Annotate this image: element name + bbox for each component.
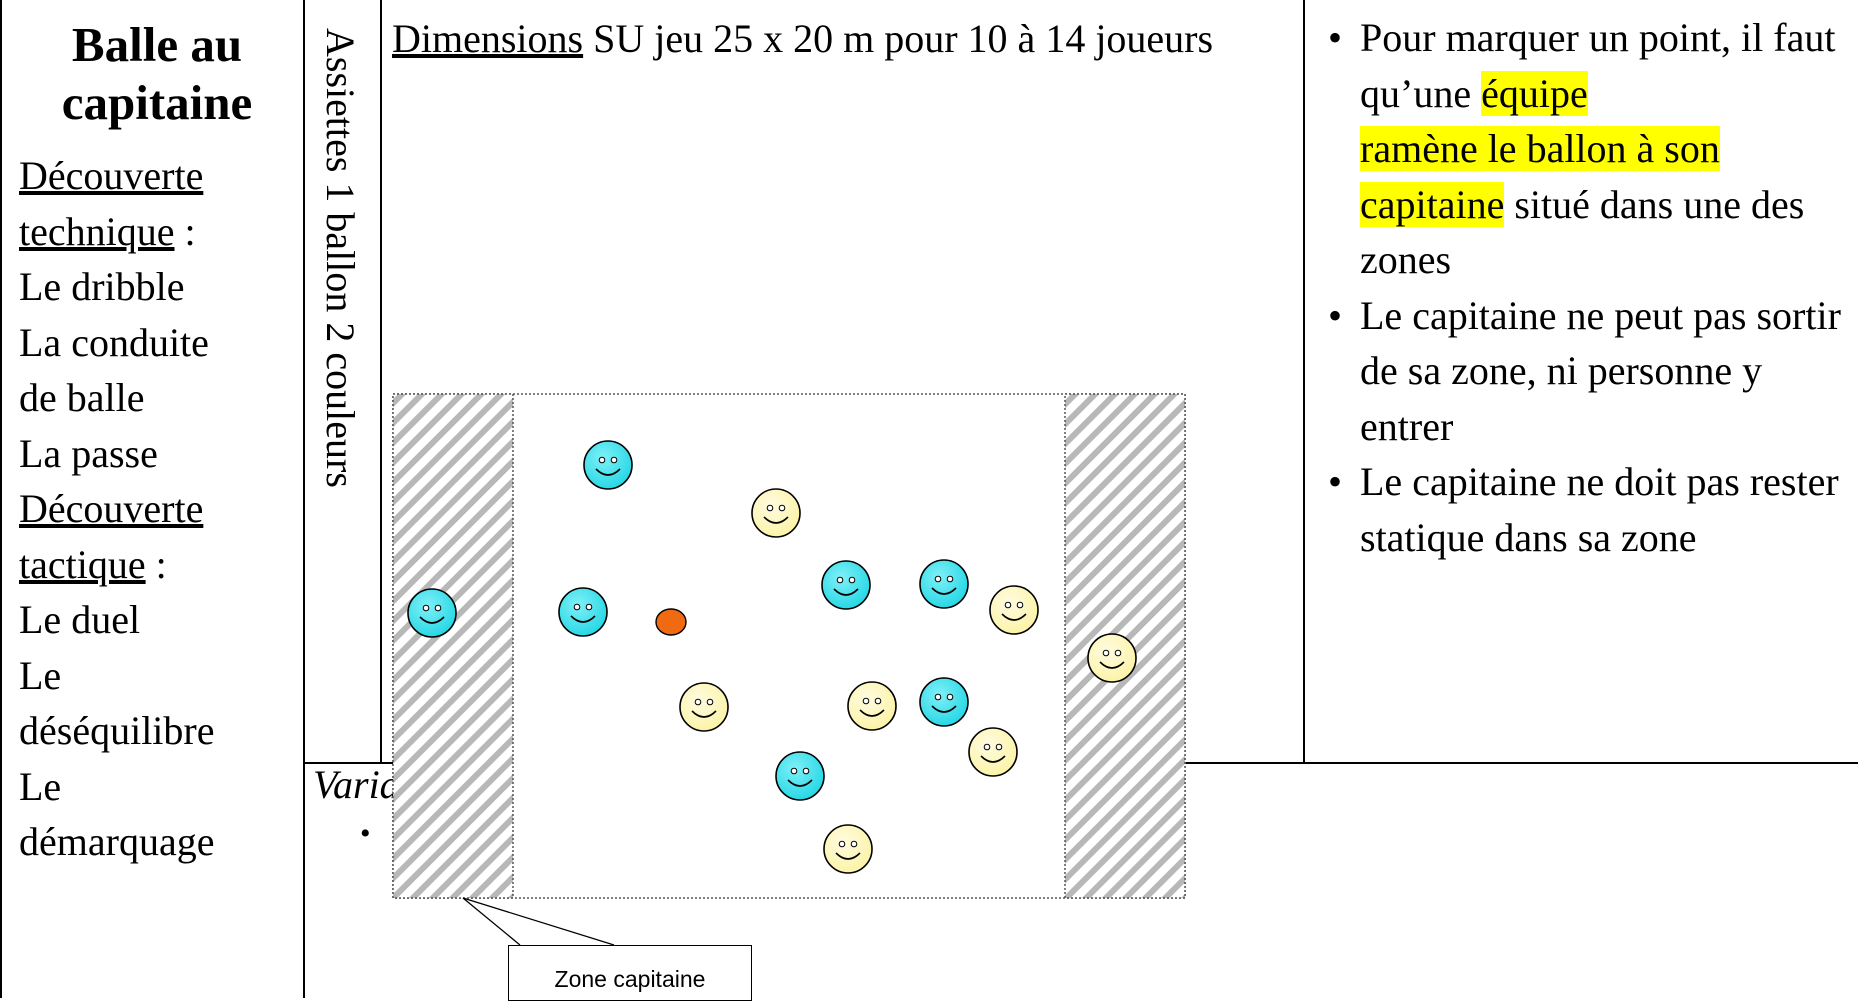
zone-left bbox=[392, 393, 514, 899]
title-line-1: Balle au bbox=[71, 17, 243, 72]
players-layer bbox=[407, 440, 1137, 874]
skill-item: La passe bbox=[19, 430, 158, 476]
col-divider-1 bbox=[303, 0, 305, 998]
table-left-border bbox=[0, 0, 2, 998]
skill-item: démarquage bbox=[19, 819, 215, 864]
player-team-a bbox=[919, 559, 969, 609]
skill-item: Le bbox=[19, 763, 62, 809]
player-team-b bbox=[823, 824, 873, 874]
ball bbox=[655, 608, 687, 636]
zone-capitaine-label: Zone capitaine bbox=[508, 945, 752, 1001]
highlighted-text: ramène le ballon à son bbox=[1360, 126, 1720, 171]
player-team-a bbox=[919, 677, 969, 727]
player-team-b bbox=[968, 727, 1018, 777]
title-line-2: capitaine bbox=[61, 75, 253, 130]
skill-item: Le dribble bbox=[19, 264, 185, 309]
callout-line bbox=[462, 897, 521, 946]
col-divider-2 bbox=[380, 0, 382, 763]
skill-item: déséquilibre bbox=[19, 708, 215, 753]
skills-list: Découverte technique : Le dribble La con… bbox=[19, 148, 299, 870]
skill-item: Le duel bbox=[19, 597, 141, 642]
skill-item: La conduite bbox=[19, 319, 209, 365]
dimensions-text: Dimensions SU jeu 25 x 20 m pour 10 à 14… bbox=[392, 16, 1214, 61]
dimensions-label: Dimensions bbox=[392, 16, 584, 61]
skills-heading-tactique: Découverte bbox=[19, 486, 204, 531]
highlighted-text: capitaine bbox=[1360, 181, 1505, 227]
player-team-b bbox=[989, 585, 1039, 635]
player-team-a bbox=[583, 440, 633, 490]
player-team-b bbox=[847, 681, 897, 731]
skill-item: Le bbox=[19, 652, 62, 698]
player-team-b bbox=[679, 682, 729, 732]
rule-item: • Le capitaine ne doit pas rester statiq… bbox=[1328, 459, 1839, 560]
highlighted-text: équipe bbox=[1481, 70, 1588, 116]
field-background bbox=[392, 393, 1186, 899]
equipment-text: Assiettes 1 ballon 2 couleurs bbox=[318, 28, 363, 488]
skills-heading-technique-2: technique : bbox=[19, 208, 196, 254]
player-team-a bbox=[775, 751, 825, 801]
exercise-title: Balle au capitaine bbox=[20, 16, 294, 132]
skill-item: de balle bbox=[19, 375, 145, 420]
callout-line bbox=[462, 897, 615, 946]
variant-bullet: • bbox=[360, 817, 371, 850]
col-divider-3 bbox=[1303, 0, 1305, 763]
player-team-b bbox=[751, 488, 801, 538]
rule-item: • Pour marquer un point, il faut qu’une … bbox=[1328, 15, 1836, 282]
skills-heading-technique: Découverte bbox=[19, 153, 204, 198]
rules-list: • Pour marquer un point, il faut qu’une … bbox=[1328, 10, 1858, 565]
player-team-a bbox=[407, 588, 457, 638]
player-team-b bbox=[1087, 633, 1137, 683]
player-team-a bbox=[821, 560, 871, 610]
player-team-a bbox=[558, 587, 608, 637]
rule-item: • Le capitaine ne peut pas sortir de sa … bbox=[1328, 292, 1841, 449]
skills-heading-tactique-2: tactique : bbox=[19, 541, 167, 587]
